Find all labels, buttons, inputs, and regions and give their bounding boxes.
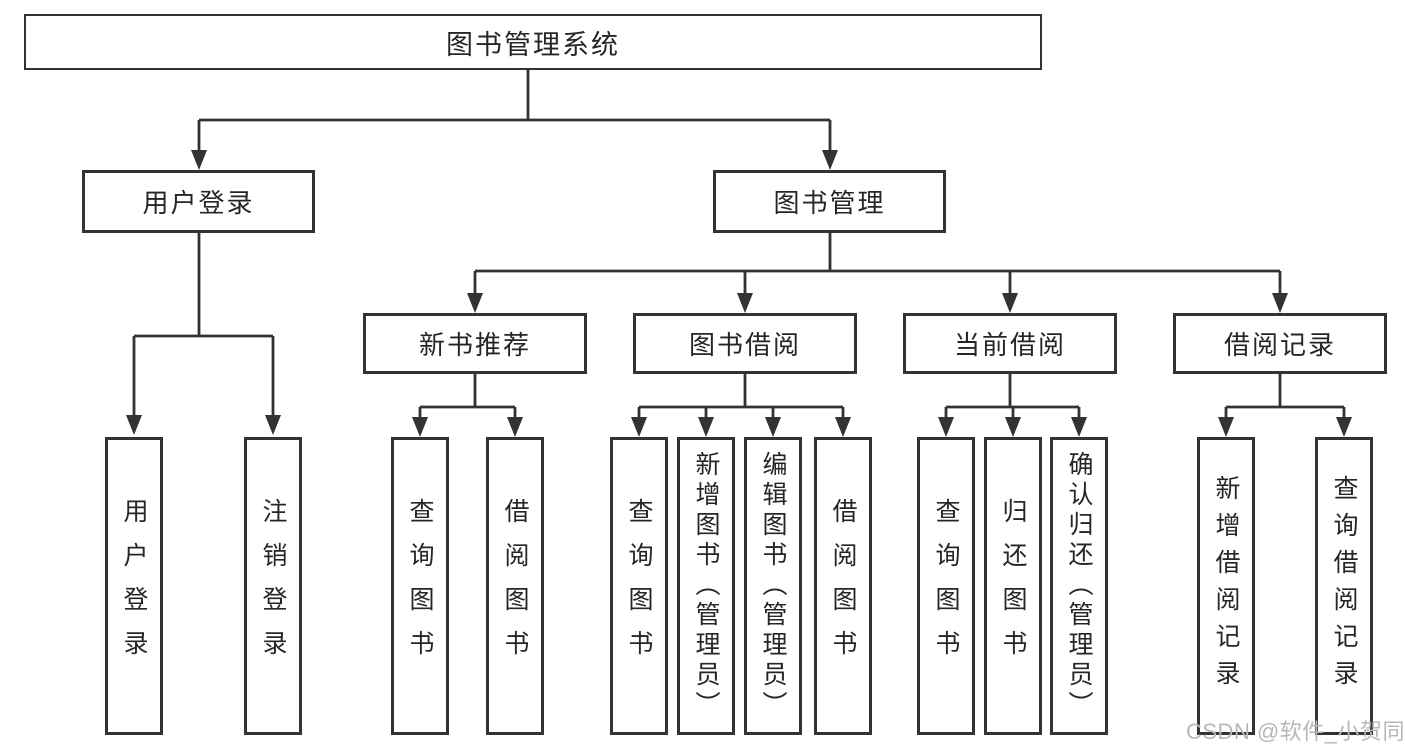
- leaf-current-query-books-label: 查询图书: [932, 498, 960, 674]
- leaf-query-borrow-record: 查询借阅记录: [1315, 437, 1373, 735]
- section-current-borrowing-label: 当前借阅: [953, 330, 1066, 360]
- leaf-borrowing-query-books-label: 查询图书: [625, 498, 653, 674]
- arrowheads: [126, 150, 1352, 437]
- watermark: CSDN @软件_小贺同学: [1186, 719, 1405, 744]
- leaf-confirm-return-admin: 确认归还（管理员）: [1050, 437, 1108, 735]
- connector-book-borrow-leaves: [637, 374, 845, 420]
- leaf-user-login: 用户登录: [105, 437, 163, 735]
- leaf-add-books-admin: 新增图书（管理员）: [677, 437, 735, 735]
- leaf-query-borrow-record-label: 查询借阅记录: [1330, 475, 1358, 697]
- leaf-edit-books-admin: 编辑图书（管理员）: [744, 437, 802, 735]
- leaf-borrowing-borrow-books: 借阅图书: [814, 437, 872, 735]
- leaf-borrowing-borrow-books-label: 借阅图书: [829, 498, 857, 674]
- arrowhead-down-icon: [507, 417, 523, 437]
- leaf-logout-label: 注销登录: [259, 498, 287, 674]
- arrowhead-down-icon: [126, 415, 142, 435]
- arrowhead-down-icon: [631, 417, 647, 437]
- leaf-return-books: 归还图书: [984, 437, 1042, 735]
- branch-book-management-label: 图书管理: [773, 188, 886, 218]
- leaf-logout: 注销登录: [244, 437, 302, 735]
- leaf-recommend-borrow-books: 借阅图书: [486, 437, 544, 735]
- section-borrowing-records-label: 借阅记录: [1223, 330, 1336, 360]
- section-new-book-recommendation-label: 新书推荐: [418, 330, 531, 360]
- arrowhead-down-icon: [1272, 293, 1288, 313]
- arrowhead-down-icon: [938, 417, 954, 437]
- connector-current-borrow-leaves: [944, 374, 1081, 420]
- leaf-edit-books-admin-label: 编辑图书（管理员）: [759, 451, 787, 721]
- leaf-add-borrow-record: 新增借阅记录: [1197, 437, 1255, 735]
- connector-user-login-leaves: [132, 233, 275, 417]
- leaf-recommend-query-books: 查询图书: [391, 437, 449, 735]
- branch-user-login: 用户登录: [82, 170, 315, 233]
- connector-new-book-leaves: [418, 374, 517, 420]
- arrowhead-down-icon: [1005, 417, 1021, 437]
- leaf-add-borrow-record-label: 新增借阅记录: [1212, 475, 1240, 697]
- arrowhead-down-icon: [1336, 417, 1352, 437]
- section-borrowing-records: 借阅记录: [1173, 313, 1387, 374]
- branch-user-login-label: 用户登录: [142, 188, 255, 218]
- connector-borrow-records-leaves: [1224, 374, 1346, 420]
- root-node: 图书管理系统: [24, 14, 1042, 70]
- arrowhead-down-icon: [737, 293, 753, 313]
- leaf-user-login-label: 用户登录: [120, 498, 148, 674]
- arrowhead-down-icon: [698, 417, 714, 437]
- arrowhead-down-icon: [822, 150, 838, 170]
- connector-root-to-level2: [197, 70, 832, 152]
- leaf-recommend-query-books-label: 查询图书: [406, 498, 434, 674]
- arrowhead-down-icon: [412, 417, 428, 437]
- section-new-book-recommendation: 新书推荐: [363, 313, 587, 374]
- leaf-add-books-admin-label: 新增图书（管理员）: [692, 451, 720, 721]
- root-node-label: 图书管理系统: [446, 29, 620, 60]
- arrowhead-down-icon: [765, 417, 781, 437]
- connector-book-management-sections: [473, 233, 1282, 295]
- arrowhead-down-icon: [1002, 293, 1018, 313]
- leaf-borrowing-query-books: 查询图书: [610, 437, 668, 735]
- arrowhead-down-icon: [835, 417, 851, 437]
- arrowhead-down-icon: [467, 293, 483, 313]
- arrowhead-down-icon: [1218, 417, 1234, 437]
- section-book-borrowing-label: 图书借阅: [688, 330, 801, 360]
- arrowhead-down-icon: [265, 415, 281, 435]
- section-current-borrowing: 当前借阅: [903, 313, 1117, 374]
- leaf-confirm-return-admin-label: 确认归还（管理员）: [1065, 451, 1093, 721]
- arrowhead-down-icon: [1071, 417, 1087, 437]
- leaf-recommend-borrow-books-label: 借阅图书: [501, 498, 529, 674]
- leaf-current-query-books: 查询图书: [917, 437, 975, 735]
- leaf-return-books-label: 归还图书: [999, 498, 1027, 674]
- branch-book-management: 图书管理: [713, 170, 946, 233]
- section-book-borrowing: 图书借阅: [633, 313, 857, 374]
- arrowhead-down-icon: [191, 150, 207, 170]
